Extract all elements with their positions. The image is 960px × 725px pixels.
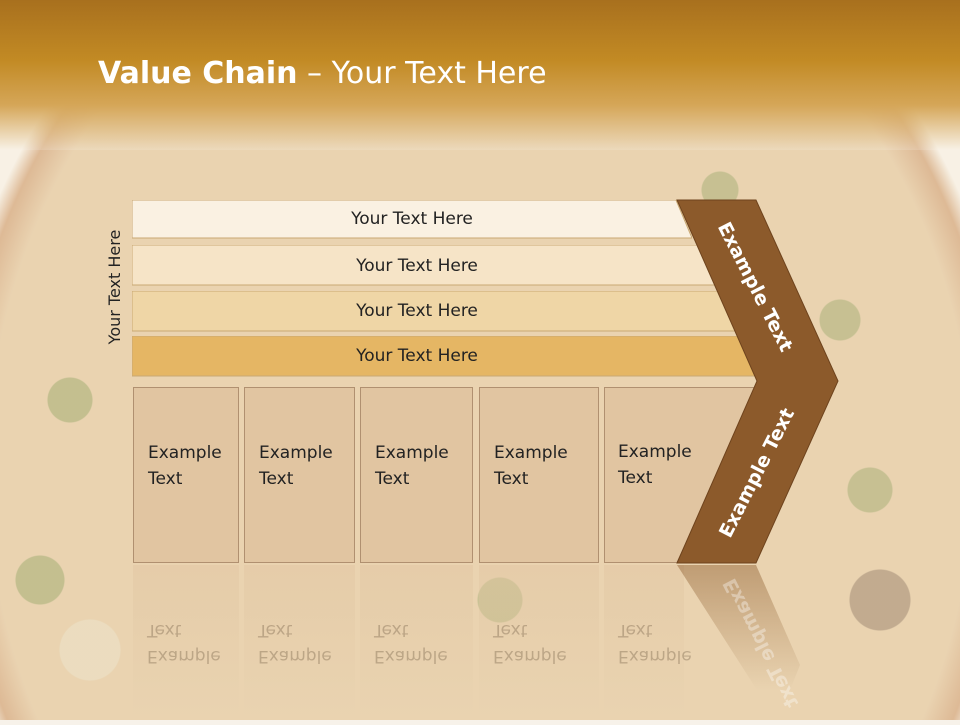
chevron-shape xyxy=(676,199,839,564)
reflection-2: Example Text xyxy=(244,565,355,715)
bar-4[interactable]: Your Text Here xyxy=(132,336,764,377)
title-rest: – Your Text Here xyxy=(297,56,547,91)
activity-box-1[interactable]: Example Text xyxy=(133,387,239,563)
bar-3-label: Your Text Here xyxy=(356,301,478,321)
bar-4-label: Your Text Here xyxy=(356,346,478,366)
activity-box-4[interactable]: Example Text xyxy=(479,387,599,563)
chevron-reflection xyxy=(677,565,800,690)
bar-2-label: Your Text Here xyxy=(356,256,478,276)
activity-box-5[interactable]: Example Text xyxy=(604,387,764,563)
activity-box-3[interactable]: Example Text xyxy=(360,387,473,563)
activity-box-1-label: Example Text xyxy=(148,443,222,489)
activity-box-2[interactable]: Example Text xyxy=(244,387,355,563)
reflection-1: Example Text xyxy=(133,565,239,715)
activity-box-2-label: Example Text xyxy=(259,443,333,489)
reflection-4: Example Text xyxy=(479,565,599,715)
bar-3[interactable]: Your Text Here xyxy=(132,291,740,332)
title-bold: Value Chain xyxy=(98,56,298,91)
bar-4-shape xyxy=(132,336,764,377)
activity-box-4-label: Example Text xyxy=(494,443,568,489)
reflection-5: Example Text xyxy=(604,565,692,715)
bar-2-shape xyxy=(132,245,717,286)
bar-1[interactable]: Your Text Here xyxy=(132,200,692,240)
bar-3-shape xyxy=(132,291,740,332)
bar-1-shape xyxy=(132,200,692,239)
bar-1-label: Your Text Here xyxy=(351,209,473,229)
activity-box-5-label: Example Text xyxy=(618,442,692,488)
header-band xyxy=(0,0,960,150)
bar-2[interactable]: Your Text Here xyxy=(132,245,717,286)
reflection-3: Example Text xyxy=(360,565,473,715)
activity-box-3-label: Example Text xyxy=(375,443,449,489)
page-title: Value Chain – Your Text Here xyxy=(98,56,547,91)
